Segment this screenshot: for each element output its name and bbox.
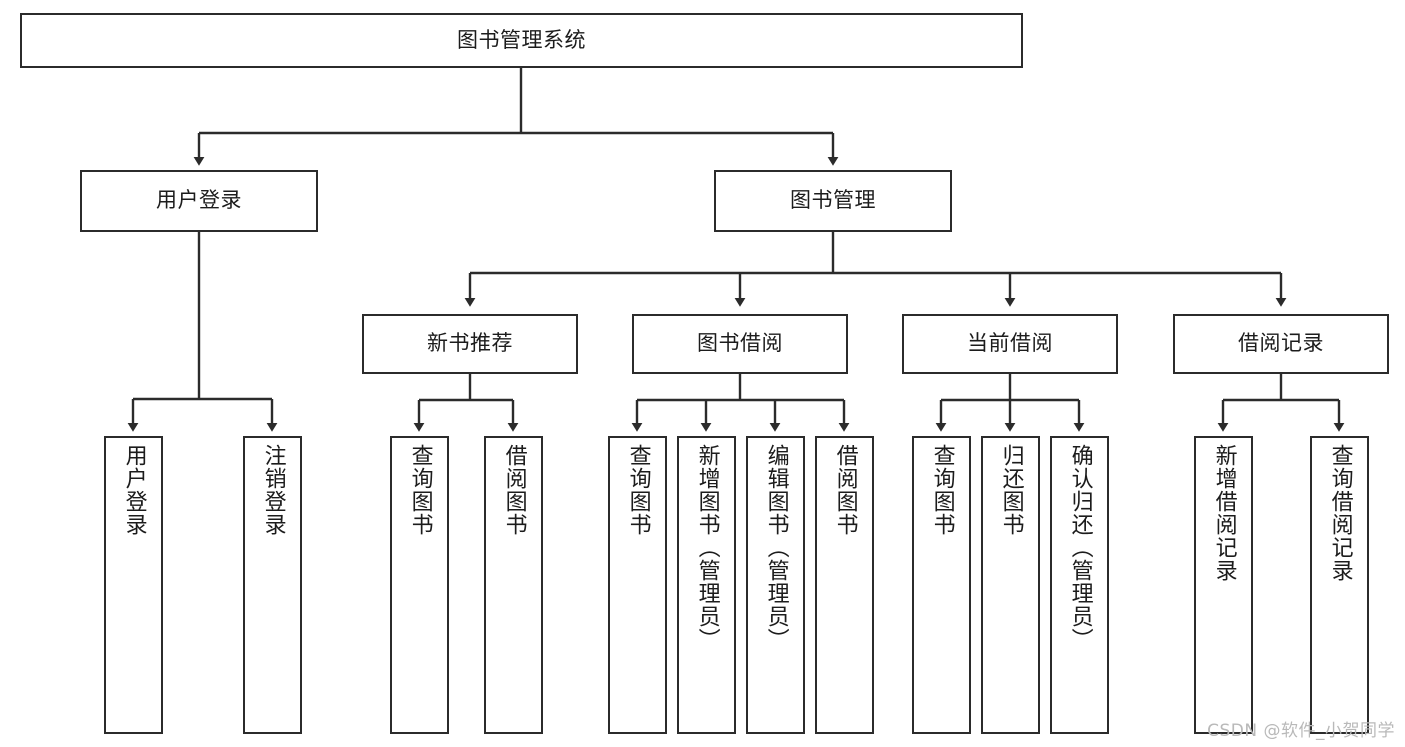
node-book-borrow[interactable]: 图书借阅 [632, 314, 848, 374]
node-user-login[interactable]: 用户登录 [80, 170, 318, 232]
node-label: 确认归还（管理员） [1067, 444, 1093, 651]
node-new-book-recommend[interactable]: 新书推荐 [362, 314, 578, 374]
node-label: 图书管理系统 [457, 27, 586, 52]
leaf-logout[interactable]: 注销登录 [243, 436, 302, 734]
node-label: 注销登录 [260, 444, 286, 536]
leaf-query-book-current[interactable]: 查询图书 [912, 436, 971, 734]
node-label: 查询图书 [407, 444, 433, 536]
node-book-management[interactable]: 图书管理 [714, 170, 952, 232]
node-label: 新增图书（管理员） [694, 444, 720, 651]
node-label: 当前借阅 [967, 331, 1053, 356]
node-label: 图书管理 [790, 188, 876, 213]
leaf-borrow-book-recommend[interactable]: 借阅图书 [484, 436, 543, 734]
leaf-query-borrow-record[interactable]: 查询借阅记录 [1310, 436, 1369, 734]
leaf-confirm-return-admin[interactable]: 确认归还（管理员） [1050, 436, 1109, 734]
leaf-return-book[interactable]: 归还图书 [981, 436, 1040, 734]
watermark-text: CSDN @软件_小贺同学 [1207, 721, 1395, 741]
node-label: 用户登录 [156, 188, 242, 213]
node-label: 借阅图书 [501, 444, 527, 536]
node-label: 新书推荐 [427, 331, 513, 356]
node-book-management-system[interactable]: 图书管理系统 [20, 13, 1023, 68]
leaf-add-borrow-record[interactable]: 新增借阅记录 [1194, 436, 1253, 734]
leaf-borrow-book[interactable]: 借阅图书 [815, 436, 874, 734]
leaf-query-book-borrow[interactable]: 查询图书 [608, 436, 667, 734]
node-label: 查询图书 [929, 444, 955, 536]
node-label: 查询图书 [625, 444, 651, 536]
node-label: 借阅记录 [1238, 331, 1324, 356]
leaf-user-login[interactable]: 用户登录 [104, 436, 163, 734]
node-label: 新增借阅记录 [1211, 444, 1237, 582]
node-label: 归还图书 [998, 444, 1024, 536]
node-borrow-record[interactable]: 借阅记录 [1173, 314, 1389, 374]
node-label: 编辑图书（管理员） [763, 444, 789, 651]
leaf-edit-book-admin[interactable]: 编辑图书（管理员） [746, 436, 805, 734]
node-label: 查询借阅记录 [1327, 444, 1353, 582]
node-label: 用户登录 [121, 444, 147, 536]
node-label: 图书借阅 [697, 331, 783, 356]
node-current-borrow[interactable]: 当前借阅 [902, 314, 1118, 374]
node-label: 借阅图书 [832, 444, 858, 536]
leaf-add-book-admin[interactable]: 新增图书（管理员） [677, 436, 736, 734]
leaf-query-book-recommend[interactable]: 查询图书 [390, 436, 449, 734]
